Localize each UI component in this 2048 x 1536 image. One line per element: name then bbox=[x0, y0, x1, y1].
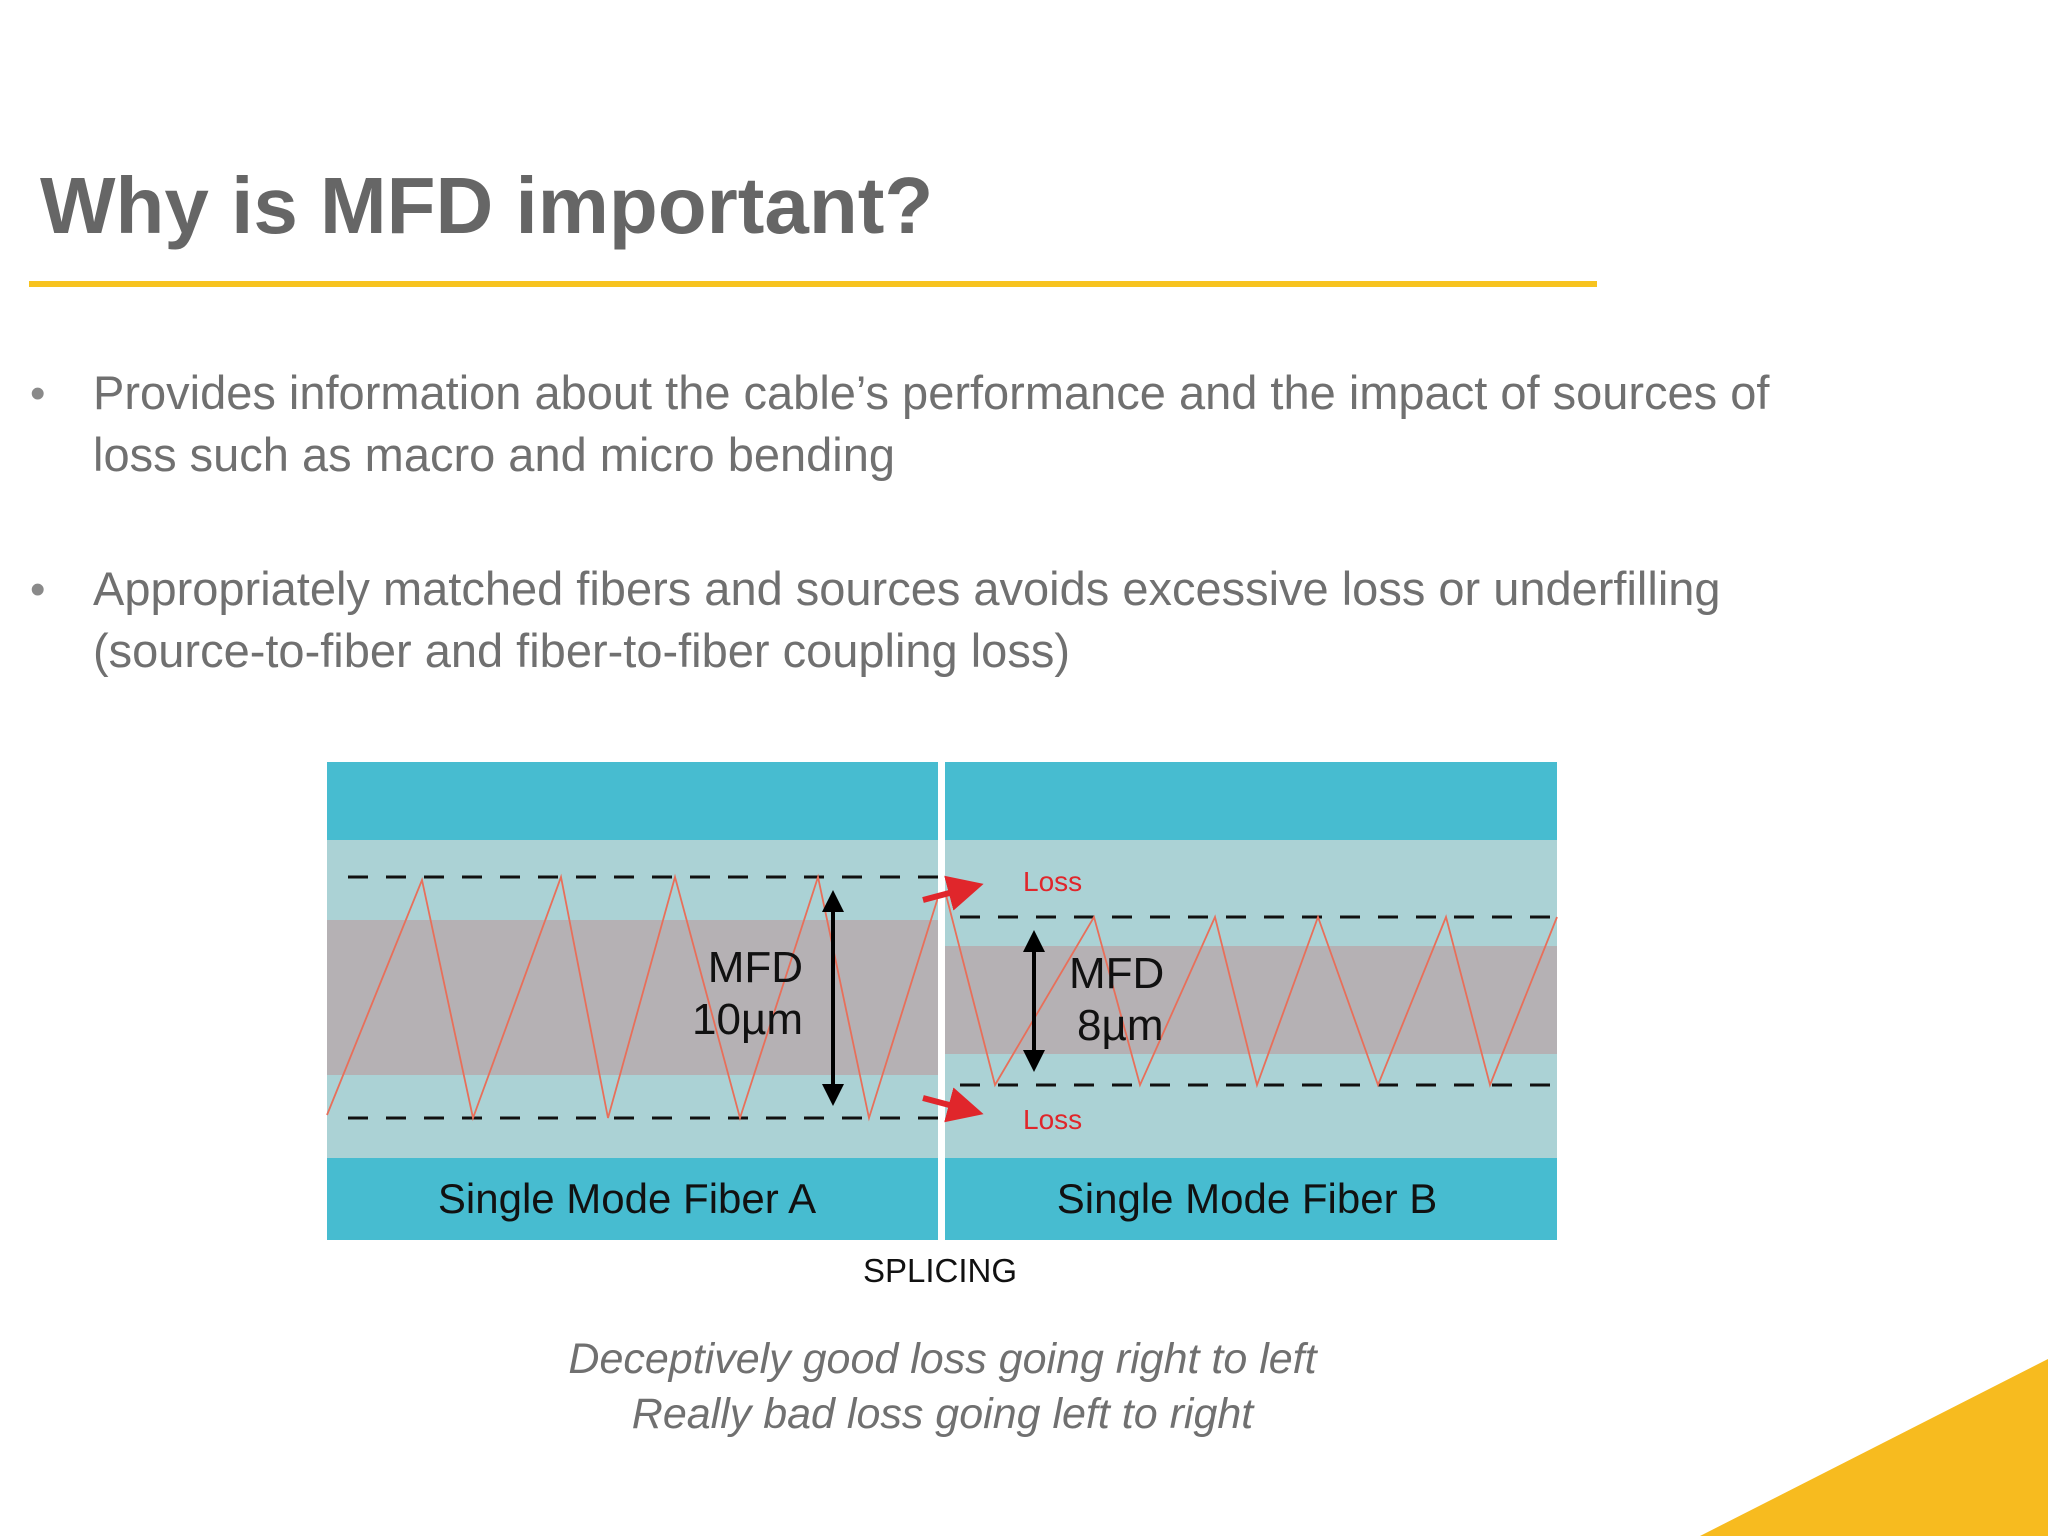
fiber-a-mfd-value: 10µm bbox=[692, 995, 803, 1044]
fiber-a-mfd-label: MFD bbox=[708, 943, 803, 992]
loss-indicator-top: Loss bbox=[922, 866, 1082, 911]
bullet-marker: • bbox=[30, 565, 46, 614]
bullet-1-line-1: Provides information about the cable’s p… bbox=[93, 366, 1770, 419]
fiber-a-mfd-arrowhead-up bbox=[822, 890, 844, 912]
bullet-item-1: Provides information about the cable’s p… bbox=[93, 362, 1973, 486]
fiber-a-core bbox=[327, 920, 940, 1075]
loss-label-top: Loss bbox=[1023, 866, 1082, 897]
bullet-2-line-1: Appropriately matched fibers and sources… bbox=[93, 562, 1721, 615]
loss-arrow-bottom bbox=[922, 1087, 984, 1123]
fiber-b-cladding-top bbox=[945, 762, 1557, 840]
fiber-b-mfd-value: 8µm bbox=[1077, 1001, 1163, 1050]
bullet-1-line-2: loss such as macro and micro bending bbox=[93, 428, 896, 481]
loss-indicator-bottom: Loss bbox=[922, 1087, 1082, 1135]
bullet-2-line-2: (source-to-fiber and fiber-to-fiber coup… bbox=[93, 624, 1070, 677]
caption-line-2: Really bad loss going left to right bbox=[631, 1390, 1254, 1438]
fiber-a-cladding-top bbox=[327, 762, 940, 840]
fiber-b-label: Single Mode Fiber B bbox=[1057, 1175, 1438, 1222]
loss-label-bottom: Loss bbox=[1023, 1104, 1082, 1135]
bullet-marker: • bbox=[30, 369, 46, 418]
fiber-a-label: Single Mode Fiber A bbox=[438, 1175, 816, 1222]
fiber-b-mfd-arrowhead-down bbox=[1023, 1050, 1045, 1072]
fiber-b-label-band bbox=[945, 1158, 1557, 1240]
title-underline bbox=[29, 281, 1597, 287]
fiber-b-core bbox=[945, 946, 1557, 1054]
fiber-b-mfd-label: MFD bbox=[1069, 949, 1164, 998]
fiber-b: MFD 8µm Single Mode Fiber B bbox=[944, 762, 1558, 1240]
slide-title: Why is MFD important? bbox=[40, 161, 934, 250]
fiber-b-mfd-arrowhead-up bbox=[1023, 930, 1045, 952]
fiber-a-label-band bbox=[327, 1158, 940, 1240]
fiber-b-light-ray bbox=[944, 890, 1558, 1089]
bullet-item-2: Appropriately matched fibers and sources… bbox=[93, 558, 1973, 682]
loss-arrow-top bbox=[922, 875, 984, 911]
fiber-a: MFD 10µm Single Mode Fiber A bbox=[326, 762, 941, 1240]
splicing-label: SPLICING bbox=[863, 1252, 1017, 1289]
caption-line-1: Deceptively good loss going right to lef… bbox=[568, 1335, 1317, 1383]
splice-line bbox=[938, 762, 945, 1240]
fiber-a-mfd-arrowhead-down bbox=[822, 1084, 844, 1106]
fiber-a-light-ray bbox=[326, 873, 941, 1122]
